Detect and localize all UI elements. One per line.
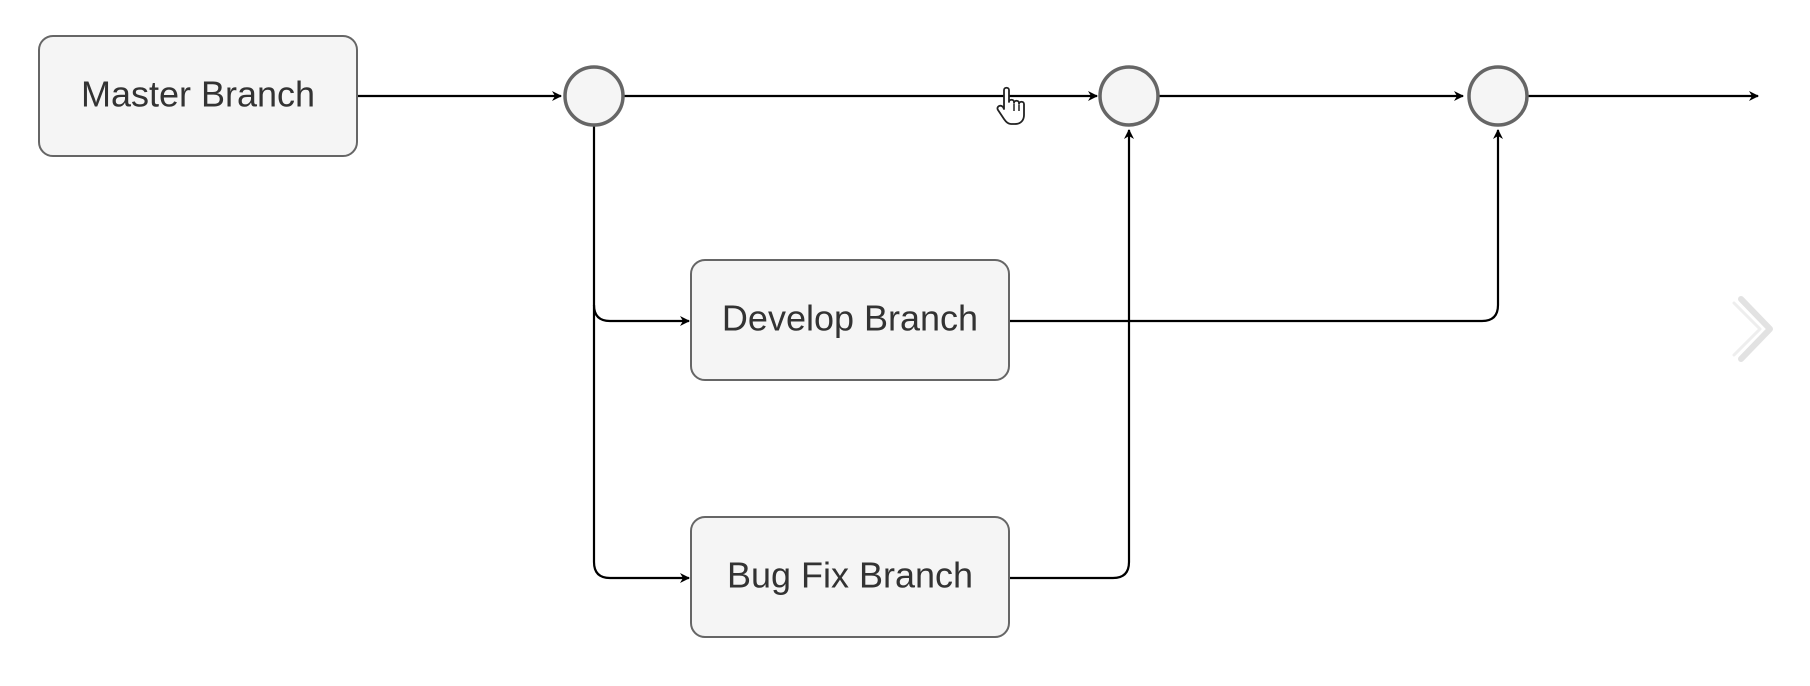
node-develop-branch[interactable]: Develop Branch bbox=[690, 259, 1010, 381]
edge-develop-to-commit-3 bbox=[1010, 129, 1503, 323]
hand-pointer-icon bbox=[996, 86, 1025, 125]
node-label: Bug Fix Branch bbox=[727, 555, 973, 596]
edge-commit-1-to-bugfix bbox=[592, 305, 690, 583]
commit-3[interactable] bbox=[1467, 65, 1529, 127]
node-label: Master Branch bbox=[81, 74, 315, 115]
commit-1[interactable] bbox=[563, 65, 625, 127]
commit-2[interactable] bbox=[1098, 65, 1160, 127]
node-master-branch[interactable]: Master Branch bbox=[38, 35, 358, 157]
edge-bugfix-to-commit-2 bbox=[1010, 129, 1134, 580]
chevron-right-icon[interactable] bbox=[1732, 296, 1773, 362]
edges bbox=[358, 91, 1759, 583]
edge-commit-1-to-develop bbox=[592, 126, 690, 326]
node-label: Develop Branch bbox=[722, 298, 978, 339]
node-bug-fix-branch[interactable]: Bug Fix Branch bbox=[690, 516, 1010, 638]
